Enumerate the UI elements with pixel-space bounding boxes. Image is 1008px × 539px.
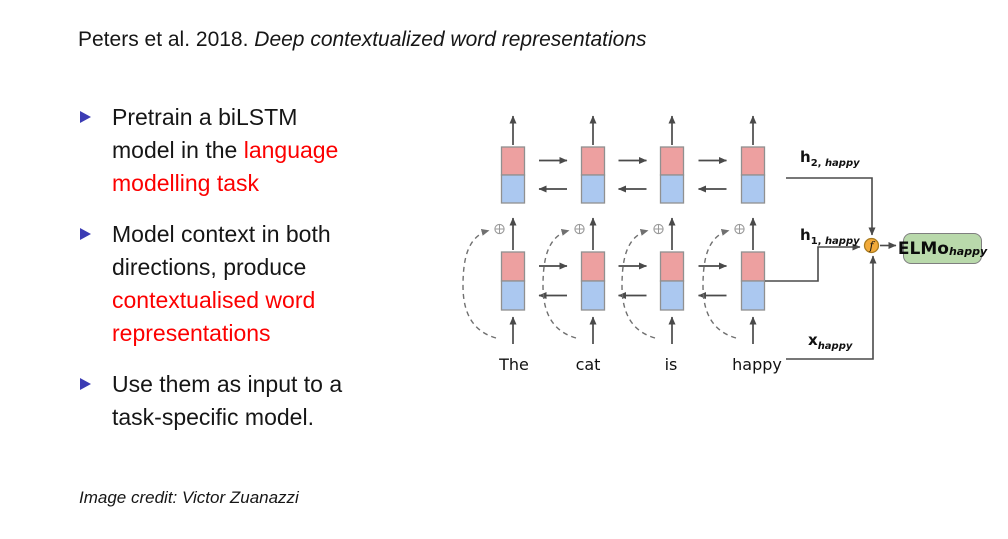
citation-text: Peters et al. 2018. (78, 28, 255, 51)
h1-label-subnum: 1, (810, 236, 825, 247)
bullet-triangle-icon (80, 111, 91, 123)
backward-lstm-cell-bottom (580, 280, 606, 311)
bullet-item-context: Model context in both directions, produc… (80, 218, 410, 350)
backward-lstm-cell-bottom (659, 280, 685, 311)
backward-lstm-cell-top (659, 174, 685, 204)
f-combine-node (863, 237, 880, 254)
bullet-item-task: Use them as input to a task-specific mod… (80, 368, 410, 434)
bullet-text: Use them as input to a task-specific mod… (112, 368, 342, 434)
forward-lstm-cell-bottom (740, 251, 766, 282)
paper-title-text: Deep contextualized word representations (254, 28, 647, 51)
forward-lstm-cell-top (580, 146, 606, 176)
bullet-item-pretrain: Pretrain a biLSTM model in the language … (80, 101, 410, 200)
backward-lstm-cell-bottom (500, 280, 526, 311)
bullet-list: Pretrain a biLSTM model in the language … (80, 101, 410, 452)
bullet-text-red: language modelling task (112, 137, 339, 196)
elmo-label-sub: happy (948, 245, 988, 258)
h1-label-main: h (800, 226, 811, 244)
h2-label-subword: happy (824, 158, 860, 169)
h1-connector (765, 243, 861, 282)
bullet-text-plain: Use them as input to a task-specific mod… (112, 371, 343, 430)
h2-connector (786, 177, 876, 236)
backward-lstm-cell-top (500, 174, 526, 204)
h1-label: h1, happy (800, 226, 860, 247)
f-label: f (868, 240, 875, 253)
bullet-text-plain: Pretrain a biLSTM model in the (112, 104, 298, 163)
x-label-subword: happy (817, 341, 853, 352)
bullet-text-plain: Model context in both directions, produc… (112, 221, 331, 280)
forward-lstm-cell-top (500, 146, 526, 176)
lstm-columns: The cat is happy (462, 115, 782, 374)
x-label: xhappy (808, 331, 852, 352)
h2-label-subnum: 2, (810, 158, 825, 169)
forward-lstm-cell-bottom (500, 251, 526, 282)
bullet-text-red: contextualised word representations (112, 287, 316, 346)
h2-label: h2, happy (800, 148, 860, 169)
skip-connection (542, 229, 577, 339)
input-word: happy (732, 355, 782, 374)
skip-connection (462, 229, 497, 339)
forward-lstm-cell-bottom (659, 251, 685, 282)
input-word: The (498, 355, 529, 374)
skip-connection (702, 229, 737, 339)
forward-lstm-cell-bottom (580, 251, 606, 282)
bullet-triangle-icon (80, 378, 91, 390)
backward-lstm-cell-top (740, 174, 766, 204)
bullet-triangle-icon (80, 228, 91, 240)
h1-label-subword: happy (824, 236, 860, 247)
bullet-text: Pretrain a biLSTM model in the language … (112, 101, 338, 200)
bullet-text: Model context in both directions, produc… (112, 218, 331, 350)
x-connector (786, 255, 877, 360)
x-label-main: x (808, 331, 818, 349)
skip-connection (621, 229, 656, 339)
backward-lstm-cell-top (580, 174, 606, 204)
slide-title: Peters et al. 2018. Deep contextualized … (78, 28, 647, 52)
image-credit: Image credit: Victor Zuanazzi (79, 488, 299, 507)
input-word: is (665, 355, 678, 374)
forward-lstm-cell-top (659, 146, 685, 176)
backward-lstm-cell-bottom (740, 280, 766, 311)
forward-lstm-cell-top (740, 146, 766, 176)
h2-label-main: h (800, 148, 811, 166)
input-word: cat (576, 355, 601, 374)
elmo-label: ELMo (897, 238, 949, 259)
